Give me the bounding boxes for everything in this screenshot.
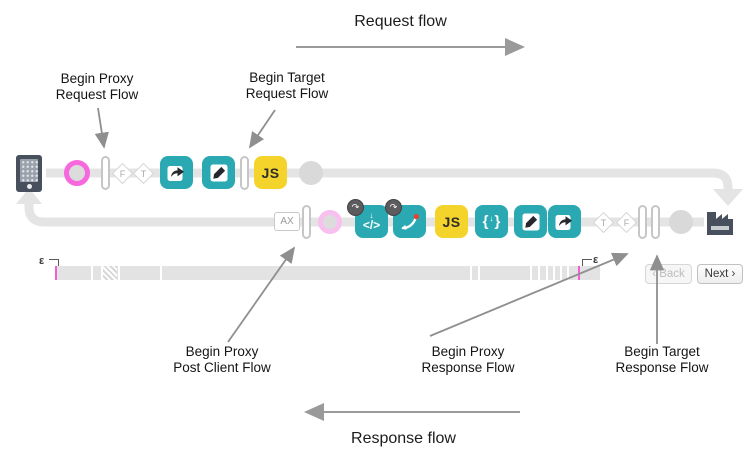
request-start-ring[interactable] [64,160,90,186]
timeline-separator [553,266,555,280]
response-flow-pipe-arrowhead [16,188,42,204]
timeline-cursor[interactable] [55,266,57,280]
pencil-icon [210,164,227,181]
label-line: Request Flow [245,86,329,102]
brace-open: { [482,213,489,230]
js-label: JS [261,164,280,181]
json-policy-icon[interactable]: { ↓ } [475,205,508,238]
timeline-separator [567,266,569,280]
timeline-separator [560,266,562,280]
phone-home-button [26,184,32,189]
timeline-separator [118,266,120,280]
diamond-letter: F [119,168,126,179]
pencil-icon [522,213,539,230]
next-button[interactable]: Next › [697,264,743,284]
response-start-ring[interactable] [318,210,342,234]
label-line: Response Flow [615,360,709,376]
label-line: Response Flow [421,360,515,376]
condition-false-diamond[interactable]: F [111,162,134,185]
diamond-letter: T [600,217,607,228]
elapsed-time-left: ε [39,255,45,267]
target-endpoint-circle[interactable] [669,210,693,234]
assign-message-policy-icon[interactable] [514,205,547,238]
label-begin-target-response-flow: Begin Target Response Flow [592,344,732,377]
response-flow-pipe [24,204,704,227]
begin-proxy-response-flow-marker[interactable] [638,205,647,239]
timeline-separator [538,266,540,280]
label-begin-target-request-flow: Begin Target Request Flow [227,70,347,103]
timeline-separator [546,266,548,280]
backend-target-icon[interactable] [705,207,735,242]
loop-arrow-glyph: ↷ [351,202,360,212]
service-callout-policy-icon[interactable] [548,205,581,238]
timeline-separator [160,266,162,280]
diamond-letter: F [623,217,630,228]
timeline-separator [91,266,93,280]
label-begin-proxy-post-client-flow: Begin Proxy Post Client Flow [152,344,292,377]
condition-true-diamond[interactable]: T [132,162,155,185]
timeline-separator [530,266,532,280]
request-flow-pipe [46,168,733,190]
response-flow-title: Response flow [351,430,456,447]
analytics-label: AX [280,216,294,227]
label-begin-proxy-response-flow: Begin Proxy Response Flow [398,344,538,377]
bracket-right [582,259,592,266]
request-flow-title: Request flow [354,13,447,30]
callout-arrow-icon [167,166,184,181]
timeline-separator [101,266,103,280]
javascript-policy-icon[interactable]: JS [254,156,287,189]
target-endpoint-circle[interactable] [299,161,323,185]
begin-proxy-post-client-flow-marker[interactable] [302,205,311,239]
javascript-policy-icon[interactable]: JS [435,205,468,238]
service-callout-policy-icon[interactable] [160,156,193,189]
back-button[interactable]: ‹ Back [645,264,692,284]
timeline-hatched-segment [103,266,117,280]
curved-arrow-red-dot-icon [400,213,419,230]
client-device-icon[interactable] [16,155,42,192]
code-glyph: </> [362,217,381,232]
request-flow-pipe-arrowhead [713,189,743,206]
extract-variables-policy-icon[interactable]: ↓ </> [355,205,388,238]
loop-arrow-glyph: ↷ [389,202,398,212]
loop-badge-icon: ↷ [347,199,364,216]
label-line: Begin Proxy [431,344,505,359]
down-arrow-icon: ↓ [489,213,494,223]
label-line: Post Client Flow [173,360,271,376]
assign-message-policy-icon[interactable] [202,156,235,189]
begin-target-response-flow-marker[interactable] [651,205,660,239]
bracket-left [49,259,59,266]
callout-arrow-icon [555,215,572,230]
begin-proxy-request-flow-marker[interactable] [101,156,110,190]
label-begin-proxy-request-flow: Begin Proxy Request Flow [37,71,157,104]
label-line: Begin Target [249,70,325,85]
timeline-separator [470,266,472,280]
begin-target-request-flow-marker[interactable] [240,156,249,190]
condition-true-diamond[interactable]: T [592,211,615,234]
condition-false-diamond[interactable]: F [615,211,638,234]
down-arrow-icon: ↓ [369,210,374,220]
timeline-separator [478,266,480,280]
label-line: Request Flow [55,87,139,103]
label-line: Begin Target [624,344,700,359]
phone-screen [20,159,38,182]
timeline-cursor[interactable] [578,266,580,280]
label-line: Begin Proxy [60,71,134,86]
diamond-letter: T [140,168,147,179]
brace-close: } [494,213,501,230]
analytics-marker[interactable]: AX [274,212,300,231]
js-label: JS [442,213,461,230]
label-line: Begin Proxy [185,344,259,359]
elapsed-time-right: ε [593,254,599,266]
loop-badge-icon: ↷ [385,199,402,216]
timeline-scrubber[interactable] [55,266,600,280]
